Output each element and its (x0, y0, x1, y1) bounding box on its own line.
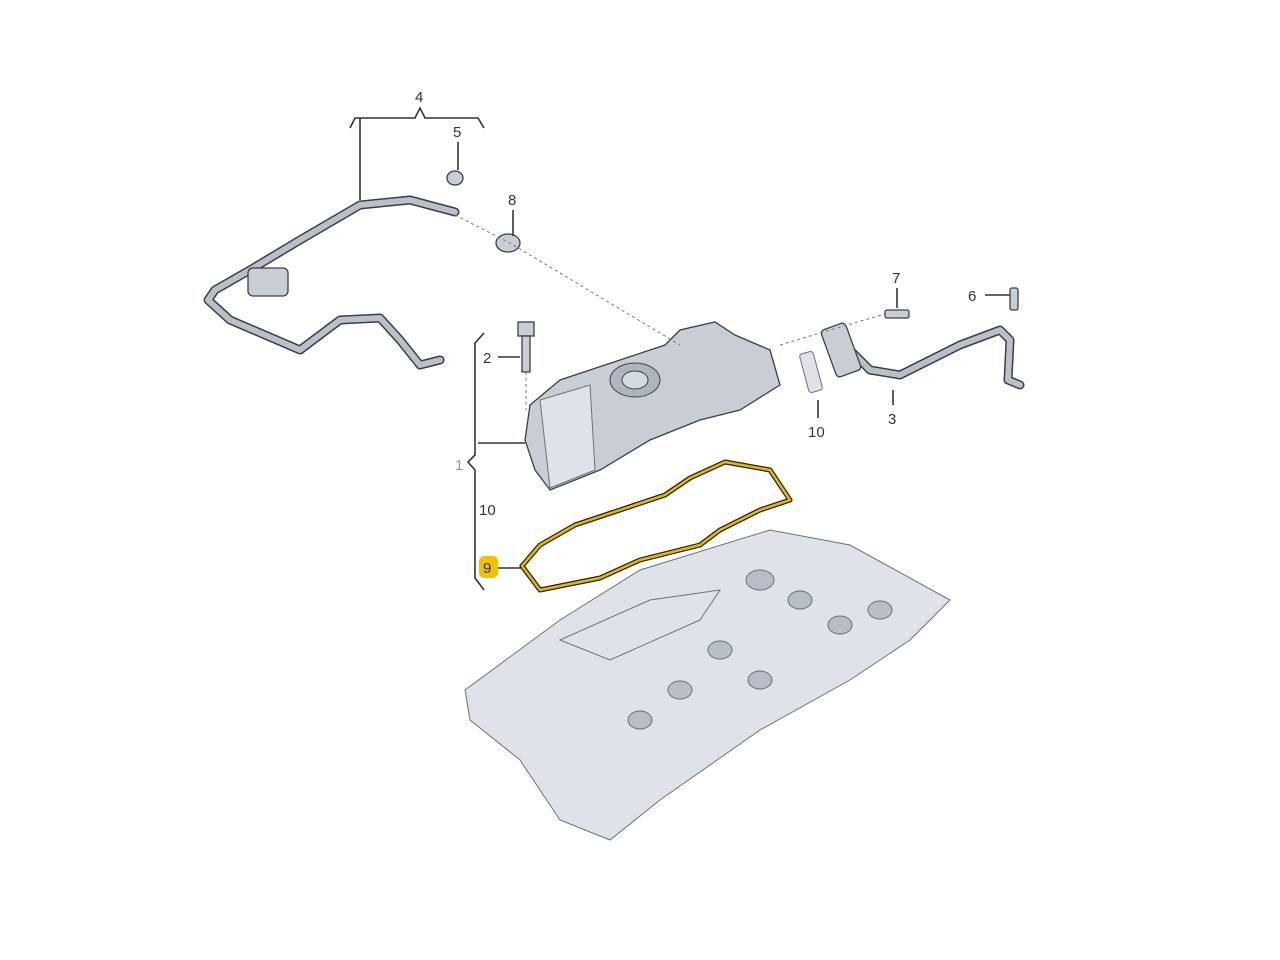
callout-8: 8 (508, 192, 516, 209)
highlight-badge (479, 556, 498, 578)
callout-10-seal: 10 (808, 424, 825, 441)
bolt-part-2 (517, 321, 535, 373)
cap-part-5 (446, 170, 464, 186)
oil-separator-part-1 (524, 321, 781, 491)
callout-4: 4 (415, 89, 423, 106)
callout-6: 6 (968, 288, 976, 305)
callout-1: 1 (455, 457, 463, 474)
callout-2: 2 (483, 350, 491, 367)
callout-10-bracket: 10 (479, 502, 496, 519)
gasket-part-9 (519, 459, 793, 593)
bolt-part-6 (1009, 287, 1019, 311)
bolt-part-7 (884, 309, 910, 319)
callout-3: 3 (888, 411, 896, 428)
hose-part-3 (820, 322, 1025, 390)
clamp-part-8 (495, 233, 521, 253)
cylinder-head (464, 529, 951, 841)
callout-7: 7 (892, 270, 900, 287)
seal-part-10 (799, 351, 823, 393)
callout-9: 9 (483, 560, 491, 577)
hose-part-4 (203, 195, 460, 370)
callout-5: 5 (453, 124, 461, 141)
